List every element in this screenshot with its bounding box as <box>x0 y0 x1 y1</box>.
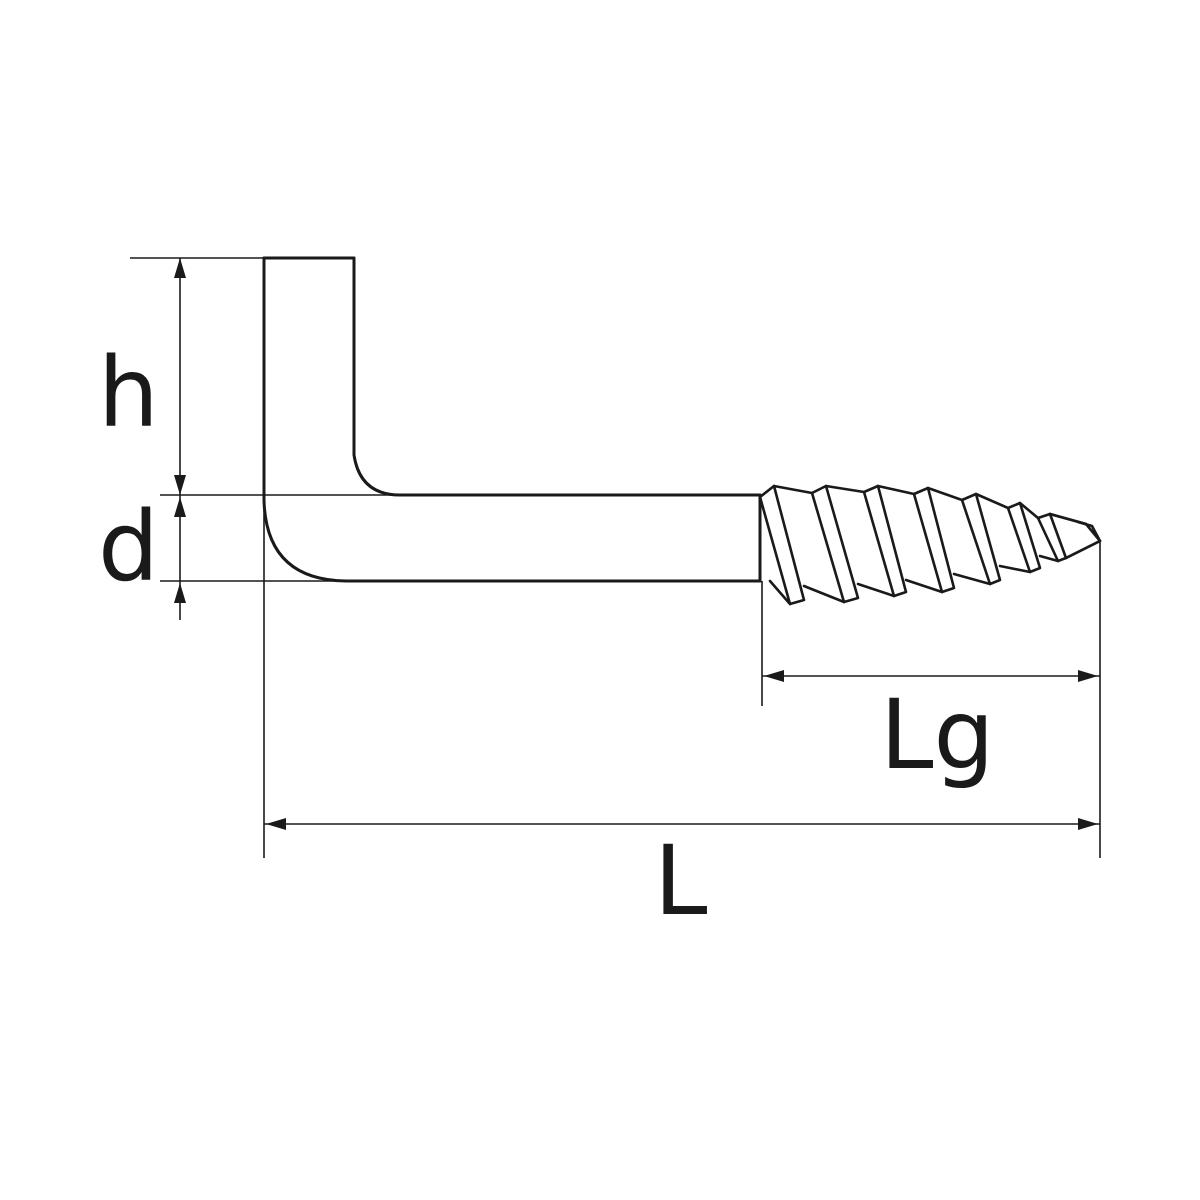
dimension-d <box>160 495 346 620</box>
thread-crest-5 <box>960 492 1002 586</box>
dimension-lg <box>761 541 1101 858</box>
thread-crest-6 <box>1006 501 1042 574</box>
thread-root-top <box>772 484 1088 526</box>
thread-crest-1 <box>758 484 806 606</box>
screw-thread <box>758 484 1102 606</box>
label-lg: Lg <box>880 679 994 791</box>
label-l: L <box>654 825 707 937</box>
thread-crest-4 <box>912 486 956 594</box>
thread-crest-3 <box>862 484 908 598</box>
label-d: d <box>98 491 159 603</box>
dimension-h <box>130 257 400 496</box>
arrow-lg-right <box>1078 670 1098 682</box>
arrow-lg-left <box>764 670 784 682</box>
arrow-l-left <box>266 818 286 830</box>
arrow-h-top <box>174 258 186 278</box>
dimension-l <box>263 500 1100 858</box>
thread-root-bottom <box>768 539 1102 606</box>
hook-body <box>262 256 762 583</box>
thread-crest-7 <box>1036 512 1068 563</box>
arrow-d-bottom <box>174 583 186 603</box>
arrow-l-right <box>1078 818 1098 830</box>
label-h: h <box>98 337 159 449</box>
screw-tip-point <box>1076 520 1102 543</box>
hook-outer-edge <box>262 256 762 583</box>
hook-inner-edge <box>352 256 762 497</box>
arrow-h-bottom <box>174 475 186 495</box>
thread-crest-2 <box>810 484 860 604</box>
screw-tip <box>1048 512 1102 560</box>
arrow-d-top <box>174 497 186 517</box>
